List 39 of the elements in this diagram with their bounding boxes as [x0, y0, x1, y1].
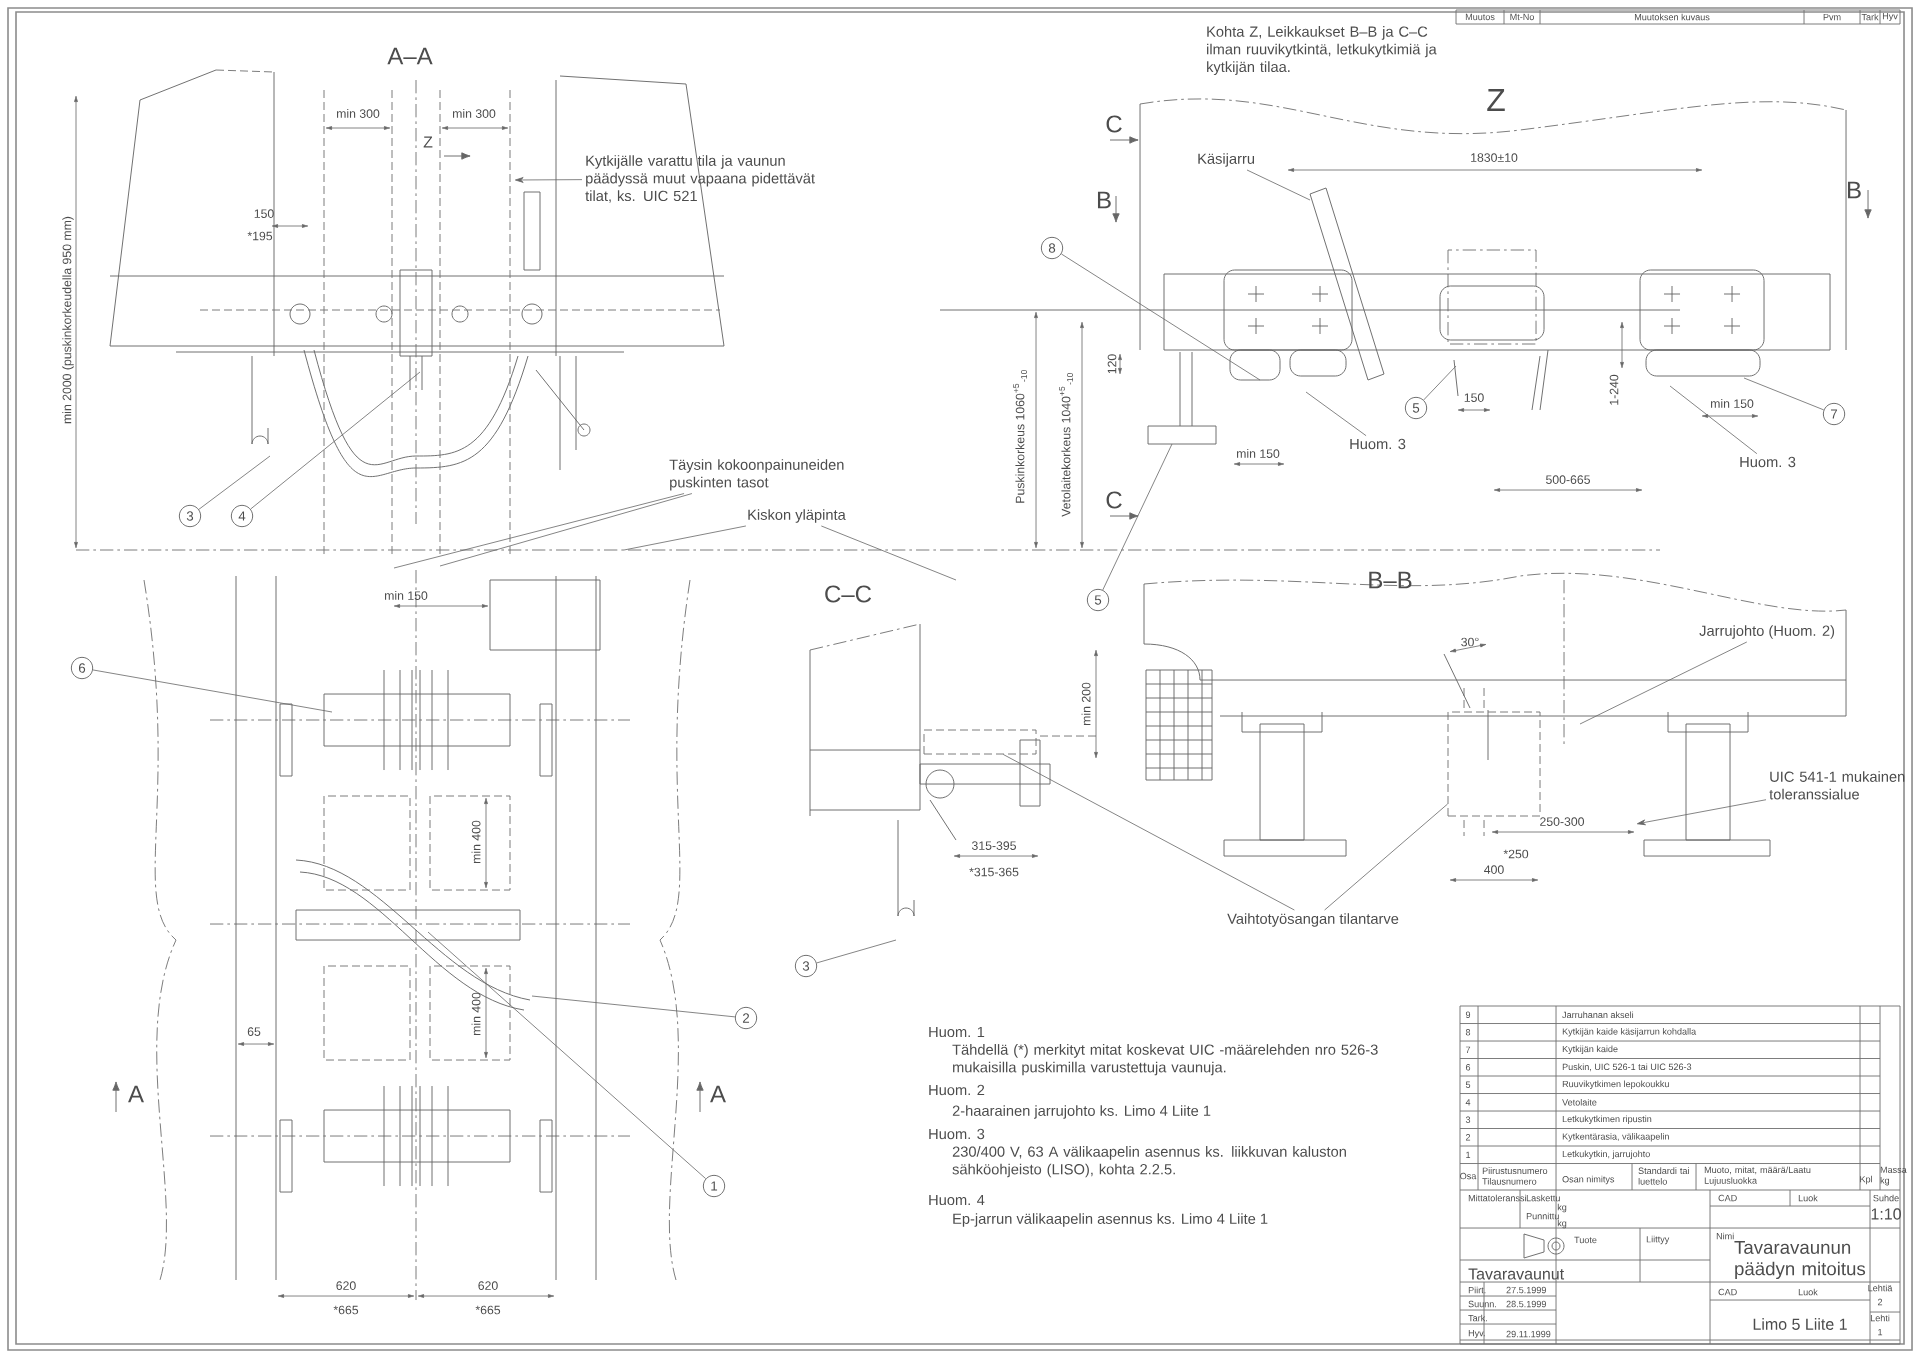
- space-outline: [923, 729, 1037, 755]
- leader-line: [250, 371, 421, 510]
- space-outline: [1447, 711, 1541, 817]
- leader-line: [816, 939, 897, 964]
- leader-line: [1636, 799, 1767, 826]
- leader-line: [1246, 169, 1311, 201]
- section-mark: C: [1106, 491, 1122, 509]
- leader-line: [198, 455, 271, 510]
- view-title: C–C: [825, 585, 872, 603]
- section-mark: Z: [423, 136, 433, 148]
- leader-line: [1743, 377, 1825, 411]
- table-text: 1:10: [1871, 1208, 1901, 1220]
- drawing-title: Tavaravaunun päädyn mitoitus: [1734, 1241, 1866, 1280]
- leader-line: [92, 669, 333, 713]
- leader-line: [1669, 385, 1758, 455]
- view-title: A–A: [387, 47, 433, 65]
- section-mark: C: [1106, 115, 1122, 133]
- leader-line: [1002, 754, 1295, 911]
- leader-line: [1102, 443, 1173, 591]
- view-title: B–B: [1369, 571, 1412, 589]
- section-mark: B: [1848, 181, 1861, 199]
- section-mark: B: [1097, 191, 1111, 209]
- document-number: Limo 5 Liite 1: [1753, 1318, 1847, 1330]
- leader-line: [623, 525, 747, 551]
- leader-line: [514, 177, 583, 183]
- leader-line: [1324, 803, 1448, 911]
- leader-line: [1579, 641, 1748, 725]
- section-mark: A: [710, 1085, 726, 1103]
- leader-line: [531, 995, 736, 1018]
- view-title: Z: [1487, 89, 1505, 111]
- leader-line: [1423, 365, 1457, 401]
- section-mark: A: [128, 1085, 144, 1103]
- leader-line: [1305, 391, 1367, 437]
- leader-line: [820, 525, 957, 581]
- leader-line: [427, 931, 707, 1180]
- table-text: Tavaravaunut: [1468, 1268, 1565, 1280]
- leader-line: [439, 493, 693, 567]
- leader-line: [1061, 253, 1261, 381]
- leader-line: [393, 493, 685, 569]
